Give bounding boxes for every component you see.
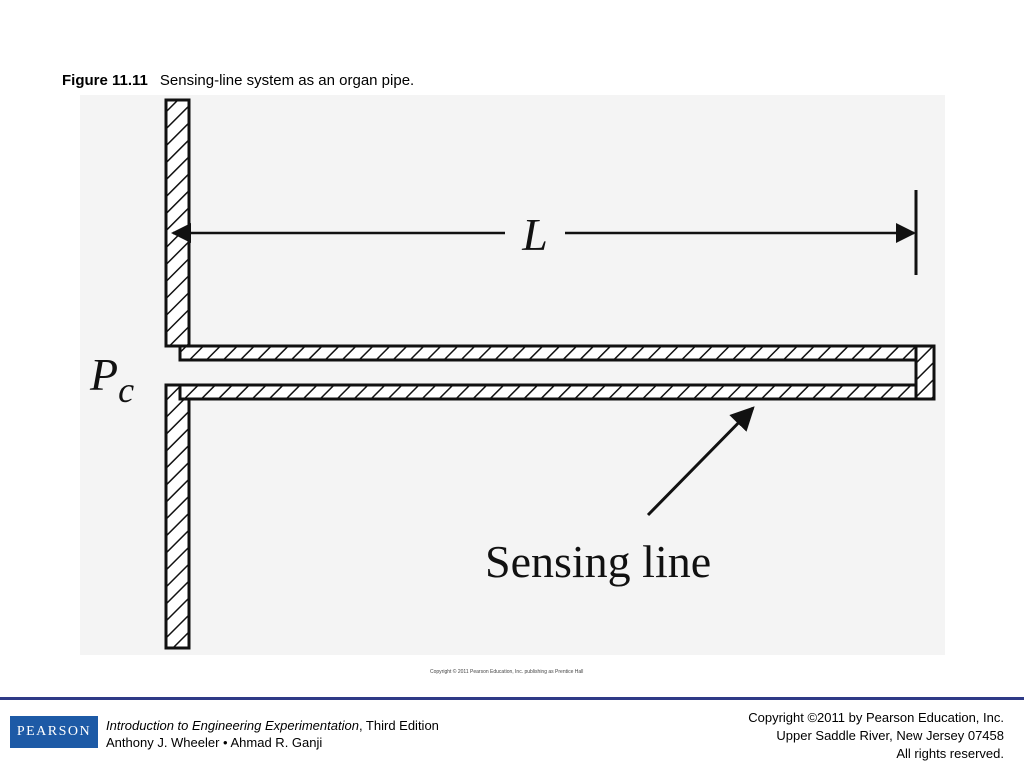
figure-caption: Figure 11.11 Sensing-line system as an or…: [62, 72, 414, 89]
book-info: Introduction to Engineering Experimentat…: [106, 717, 439, 751]
figure-number: Figure 11.11: [62, 72, 148, 89]
length-label: L: [521, 209, 548, 260]
wall-upper: [164, 98, 191, 348]
sensing-line-pointer-arrow: [646, 406, 755, 517]
wall-lower: [164, 383, 191, 650]
book-title: Introduction to Engineering Experimentat…: [106, 718, 359, 733]
copyright-notice: Copyright ©2011 by Pearson Education, In…: [748, 709, 1004, 763]
pressure-label: Pc: [89, 349, 134, 410]
figure-area: L Pc Sensing line: [80, 95, 945, 655]
copyright-line-3: All rights reserved.: [896, 746, 1004, 761]
organ-pipe-diagram: L Pc Sensing line: [89, 98, 936, 650]
figure-copyright: Copyright © 2011 Pearson Education, Inc.…: [430, 669, 584, 675]
sensing-line-bottom-wall: [178, 383, 920, 401]
pressure-label-subscript: c: [118, 370, 134, 410]
sensing-line-top-wall: [178, 344, 920, 362]
publisher-logo: PEARSON: [10, 716, 98, 748]
copyright-line-2: Upper Saddle River, New Jersey 07458: [776, 728, 1004, 743]
book-edition: , Third Edition: [358, 718, 439, 733]
copyright-line-1: Copyright ©2011 by Pearson Education, In…: [748, 710, 1004, 725]
footer-rule: [0, 697, 1024, 700]
book-title-line: Introduction to Engineering Experimentat…: [106, 717, 439, 734]
caption-text: Sensing-line system as an organ pipe.: [159, 72, 415, 89]
pressure-label-main: P: [89, 349, 118, 400]
publisher-logo-text: PEARSON: [16, 724, 92, 739]
sensing-line-end-cap: [914, 344, 936, 401]
sensing-line-label: Sensing line: [485, 536, 711, 587]
book-authors: Anthony J. Wheeler • Ahmad R. Ganji: [106, 735, 323, 750]
